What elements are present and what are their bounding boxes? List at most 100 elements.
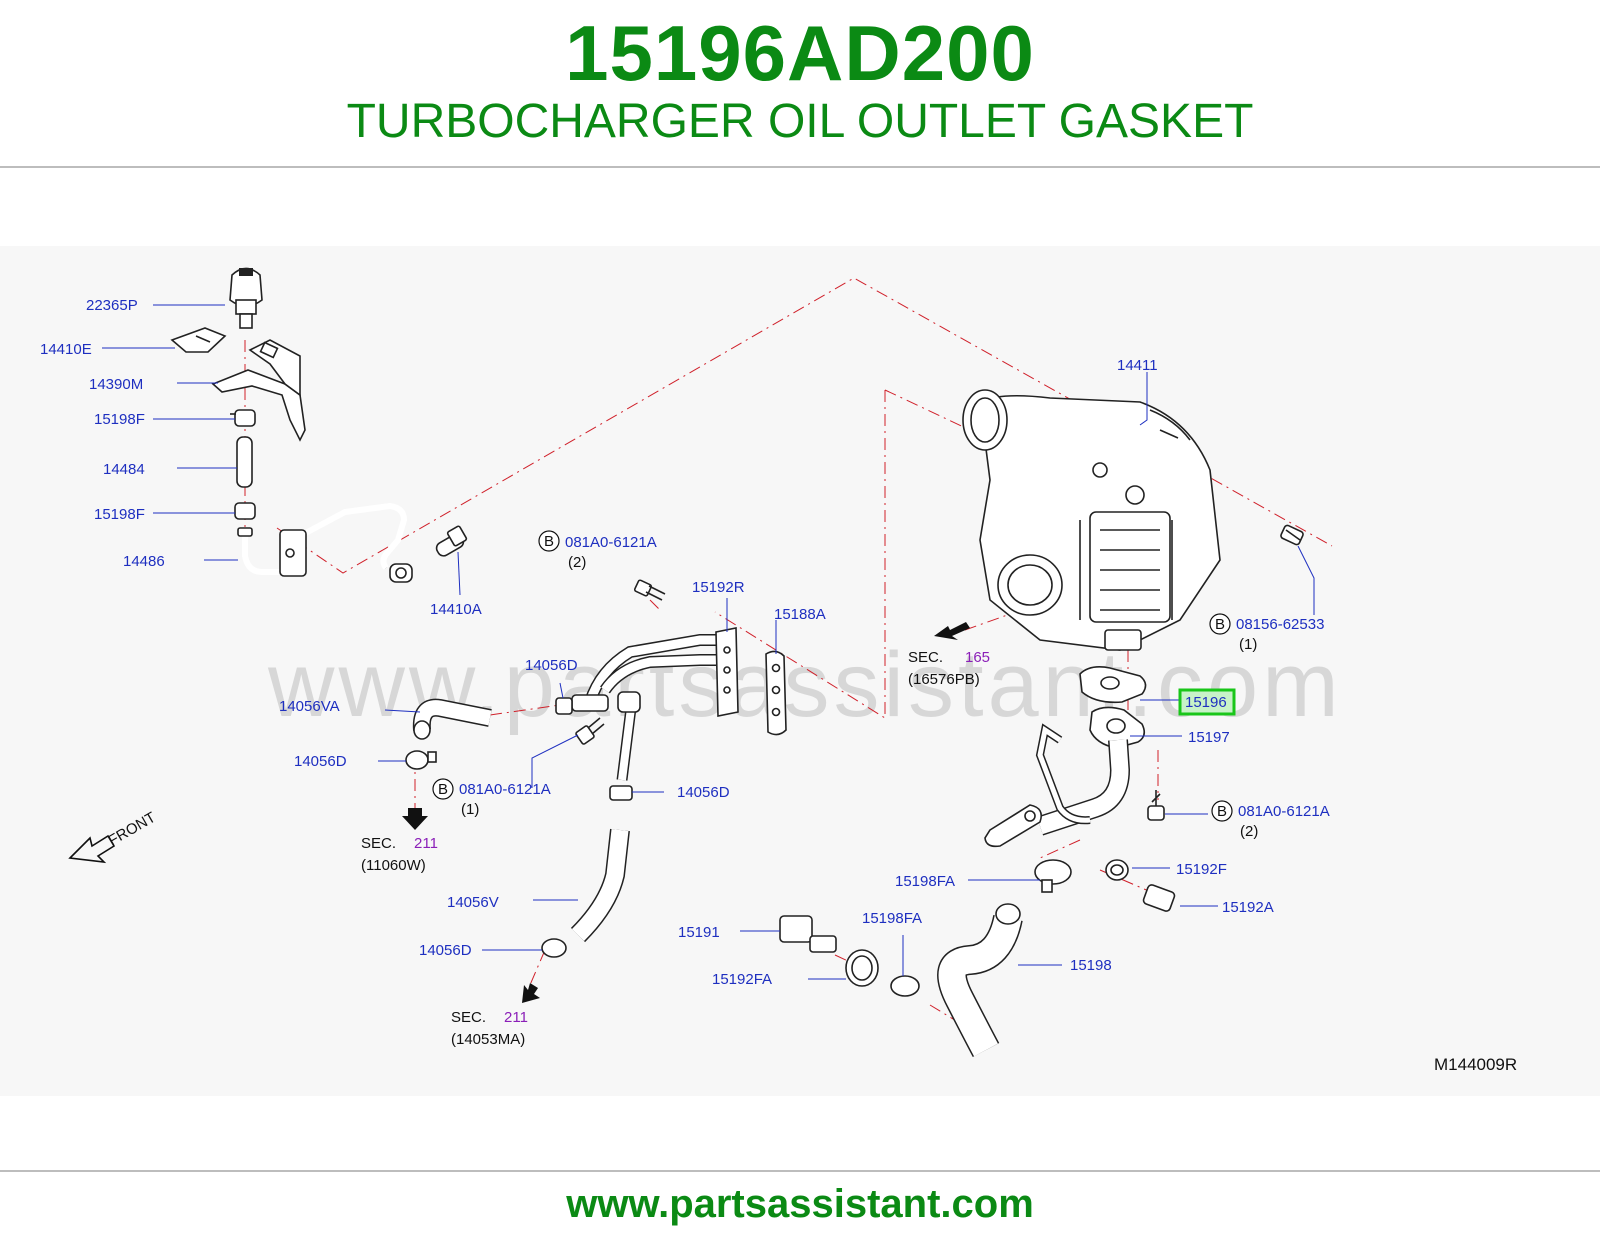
clamp-14056d-upper[interactable] [555, 697, 573, 715]
svg-text:B: B [438, 781, 448, 798]
label-14056d-b[interactable]: 14056D [294, 753, 347, 770]
pipe-15192r-assembly[interactable] [571, 627, 739, 781]
label-14410a[interactable]: 14410A [430, 601, 482, 618]
gasket-15196-highlighted[interactable] [1079, 666, 1147, 704]
bolt-08156[interactable] [1280, 524, 1304, 546]
section-arrow-211-a [402, 808, 428, 830]
qty-081a0-c: (2) [1240, 823, 1258, 840]
label-15192a[interactable]: 15192A [1222, 899, 1274, 916]
qty-081a0-b: (1) [461, 801, 479, 818]
label-08156[interactable]: 08156-62533 [1236, 616, 1324, 633]
clamp-15198f-upper[interactable] [230, 409, 256, 427]
front-arrow [68, 834, 116, 864]
header-divider [0, 166, 1600, 168]
hose-14056v[interactable] [570, 828, 630, 943]
section-ref-211-b[interactable]: SEC. 211 (14053MA) [451, 1009, 528, 1048]
clamp-14056d-left[interactable] [405, 750, 437, 770]
label-14056d-c[interactable]: 14056D [677, 784, 730, 801]
label-14056v[interactable]: 14056V [447, 894, 499, 911]
bolt-marker-4: B [1211, 800, 1233, 822]
part-name-subtitle: TURBOCHARGER OIL OUTLET GASKET [346, 95, 1254, 148]
label-15192r[interactable]: 15192R [692, 579, 745, 596]
label-14410e[interactable]: 14410E [40, 341, 92, 358]
svg-text:211: 211 [504, 1009, 528, 1026]
diagram-code: M144009R [1434, 1055, 1517, 1074]
label-081a0-a[interactable]: 081A0-6121A [565, 534, 657, 551]
clamp-15198fa-upper[interactable] [1034, 859, 1072, 893]
section-ref-211-a[interactable]: SEC. 211 (11060W) [361, 835, 438, 874]
clip-14410e[interactable] [170, 327, 227, 353]
svg-text:B: B [1217, 803, 1227, 820]
turbocharger-14411[interactable] [962, 389, 1221, 651]
svg-text:SEC.: SEC. [451, 1009, 486, 1026]
part-number-title: 15196AD200 [565, 9, 1035, 97]
label-081a0-c[interactable]: 081A0-6121A [1238, 803, 1330, 820]
bolt-marker-3: B [1209, 613, 1231, 635]
gasket-15188a[interactable] [765, 650, 787, 736]
footer-divider [0, 1170, 1600, 1172]
oil-return-pipe[interactable] [984, 723, 1131, 848]
bracket-14390m[interactable] [211, 339, 306, 442]
svg-text:211: 211 [414, 835, 438, 852]
bolt-081a0-right[interactable] [1147, 790, 1165, 821]
label-14411[interactable]: 14411 [1117, 357, 1158, 374]
clamp-14056d-mid[interactable] [609, 785, 633, 801]
label-081a0-b[interactable]: 081A0-6121A [459, 781, 551, 798]
label-15192fa[interactable]: 15192FA [712, 971, 772, 988]
label-14484[interactable]: 14484 [103, 461, 145, 478]
svg-text:SEC.: SEC. [361, 835, 396, 852]
label-15198fa-a[interactable]: 15198FA [895, 873, 955, 890]
watermark-text: www.partsassistant.com [267, 634, 1343, 736]
svg-text:(14053MA): (14053MA) [451, 1031, 525, 1048]
label-15197[interactable]: 15197 [1188, 729, 1230, 746]
banjo-bolt-14410a[interactable] [434, 525, 468, 558]
label-15198fa-b[interactable]: 15198FA [862, 910, 922, 927]
flange-15197[interactable] [1089, 706, 1146, 749]
page-header: 15196AD200 TURBOCHARGER OIL OUTLET GASKE… [0, 0, 1600, 168]
bolt-081a0-upper[interactable] [633, 579, 666, 601]
washer-15192fa[interactable] [845, 949, 879, 987]
clamp-14056d-lower[interactable] [541, 938, 567, 958]
fitting-15191[interactable] [779, 915, 837, 953]
clamp-15198f-lower[interactable] [234, 502, 256, 520]
svg-text:(11060W): (11060W) [361, 857, 426, 874]
hose-14484[interactable] [236, 436, 253, 488]
hose-15198[interactable] [937, 903, 1023, 1058]
label-15188a[interactable]: 15188A [774, 606, 826, 623]
label-15198[interactable]: 15198 [1070, 957, 1112, 974]
plug-15192a[interactable] [1142, 884, 1176, 912]
clamp-15198fa-lower[interactable] [890, 975, 920, 997]
label-15198f-a[interactable]: 15198F [94, 411, 145, 428]
label-22365p[interactable]: 22365P [86, 297, 138, 314]
label-15196-highlighted[interactable]: 15196 [1185, 694, 1227, 711]
label-14486[interactable]: 14486 [123, 553, 165, 570]
pipe-14486[interactable] [237, 502, 413, 583]
label-15198f-b[interactable]: 15198F [94, 506, 145, 523]
footer-url-link[interactable]: www.partsassistant.com [566, 1182, 1034, 1226]
label-14056d-d[interactable]: 14056D [419, 942, 472, 959]
svg-text:B: B [1215, 616, 1225, 633]
qty-081a0-a: (2) [568, 554, 586, 571]
section-arrow-211-b [522, 983, 540, 1003]
section-ref-165[interactable]: SEC. 165 (16576PB) [908, 649, 990, 688]
label-15192f[interactable]: 15192F [1176, 861, 1227, 878]
qty-08156: (1) [1239, 636, 1257, 653]
svg-text:165: 165 [965, 649, 990, 666]
svg-text:SEC.: SEC. [908, 649, 943, 666]
washer-15192f[interactable] [1105, 859, 1129, 881]
label-14056d-a[interactable]: 14056D [525, 657, 578, 674]
section-arrow-165 [934, 622, 970, 640]
label-15191[interactable]: 15191 [678, 924, 720, 941]
bolt-081a0-middle[interactable] [575, 717, 605, 745]
label-14056va[interactable]: 14056VA [279, 698, 340, 715]
sensor-22365p[interactable] [229, 267, 263, 329]
hose-14056va[interactable] [412, 698, 492, 740]
leader-lines [102, 304, 1315, 980]
label-14390m[interactable]: 14390M [89, 376, 143, 393]
bolt-marker-2: B [432, 778, 454, 800]
svg-text:(16576PB): (16576PB) [908, 671, 980, 688]
highlight-box-15196 [1178, 688, 1236, 716]
svg-text:B: B [544, 533, 554, 550]
bolt-marker-1: B [538, 530, 560, 552]
